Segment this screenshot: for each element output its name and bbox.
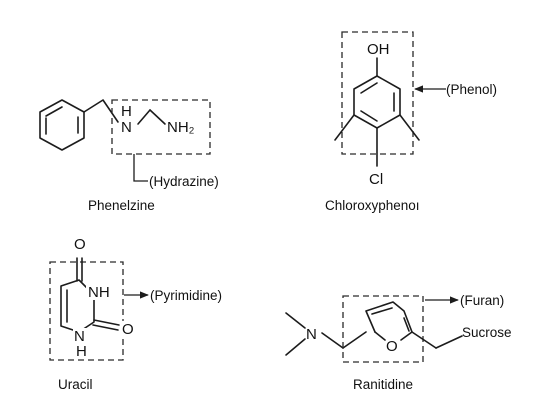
phenol-label: (Phenol): [446, 82, 497, 97]
methyl-left: [334, 114, 355, 141]
hydrazine-label: (Hydrazine): [149, 174, 219, 189]
nitrogen-nitrogen-bond: [149, 109, 166, 125]
ethyl-chain: [83, 99, 119, 123]
hydrazine-pointer-line: [133, 154, 148, 182]
atom-o-right: O: [122, 321, 134, 338]
ranitidine-name: Ranitidine: [353, 377, 413, 392]
carbonyl-right: [92, 324, 119, 331]
pyrimidine-dashed-box: [49, 261, 124, 361]
chloroxyphenol-structure: OH Cl (Phenol) Chloroxyphenoı: [325, 31, 497, 213]
pyrimidine-ring-bonds: [60, 279, 95, 333]
atom-nh-top: NH: [88, 284, 110, 301]
atom-oh: OH: [367, 41, 390, 58]
amine-chain: [342, 331, 367, 349]
carbonyl-right: [93, 319, 120, 326]
furan-double-bond: [371, 307, 393, 315]
phenol-double-bond: [360, 110, 378, 122]
phenelzine-structure: H N NH₂ (Hydrazine) Phenelzine: [39, 99, 219, 213]
atom-n: N: [121, 119, 132, 136]
atom-cl: Cl: [369, 171, 383, 188]
phenelzine-name: Phenelzine: [88, 198, 155, 213]
atom-h: H: [121, 103, 132, 120]
atom-o: O: [386, 338, 398, 355]
ranitidine-structure: N O Sucrose (Furan) Ranitidine: [285, 293, 512, 392]
pyrimidine-label: (Pyrimidine): [150, 288, 222, 303]
uracil-structure: O NH N H O (Pyrimidine) Uracil: [49, 236, 222, 392]
atom-h-bottom: H: [76, 343, 87, 360]
amine-chain: [321, 332, 344, 349]
furan-oxygen-bond: [400, 331, 413, 341]
nitrogen-nitrogen-bond: [137, 109, 151, 125]
furan-ring-bonds: [365, 301, 413, 333]
furan-oxygen-bond: [374, 331, 386, 341]
methyl-right: [399, 114, 420, 141]
hydrazine-dashed-box: [111, 99, 211, 155]
atom-n: N: [306, 326, 317, 343]
dimethyl-bond: [285, 312, 306, 329]
atom-n-bottom: N: [74, 328, 85, 345]
furan-dashed-box: [342, 295, 424, 363]
furan-label: (Furan): [460, 293, 504, 308]
atom-o-top: O: [74, 236, 86, 253]
dimethyl-bond: [285, 338, 306, 356]
benzene-ring: [39, 99, 85, 151]
uracil-name: Uracil: [58, 377, 93, 392]
chloroxyphenol-name: Chloroxyphenoı: [325, 198, 420, 213]
phenol-dashed-box: [341, 31, 414, 155]
atom-nh2: NH₂: [167, 119, 195, 136]
sucrose-label: Sucrose: [462, 325, 512, 340]
side-chain: [435, 335, 463, 349]
side-chain: [411, 331, 437, 349]
phenol-double-bond: [360, 82, 378, 94]
furan-double-bond: [403, 317, 410, 332]
benzene-double-bond: [45, 106, 63, 117]
